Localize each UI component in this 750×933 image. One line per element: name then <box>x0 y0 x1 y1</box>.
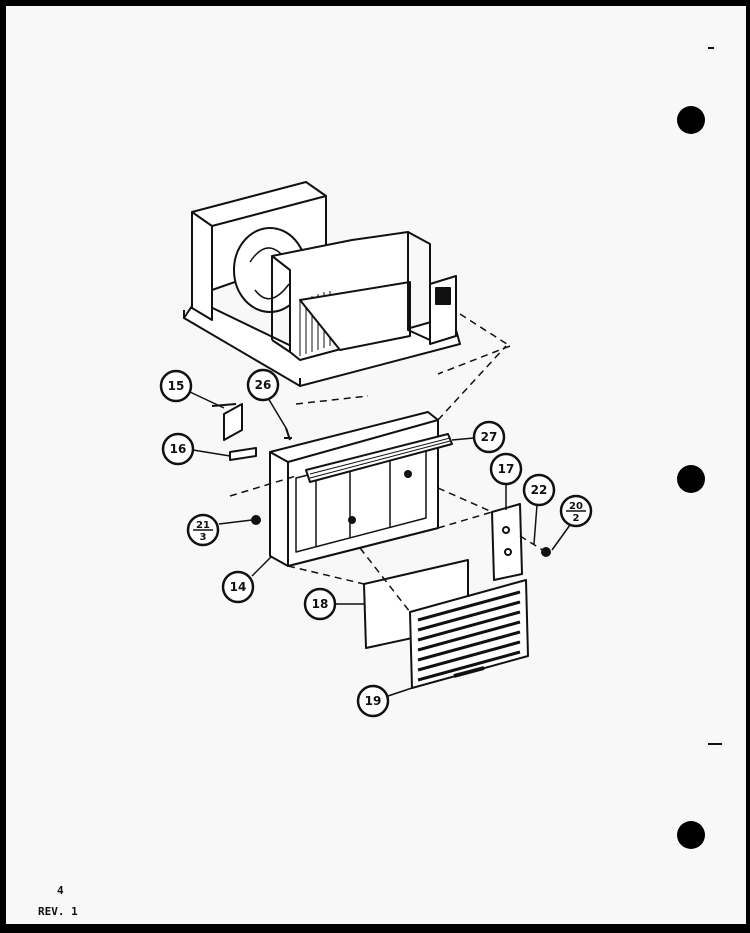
svg-text:18: 18 <box>312 597 329 611</box>
svg-text:22: 22 <box>531 483 548 497</box>
scan-mark <box>708 47 722 745</box>
chassis-assembly <box>183 181 461 387</box>
punch-hole <box>677 465 705 493</box>
front-panel <box>269 411 453 567</box>
svg-text:2: 2 <box>573 513 580 524</box>
front-grille <box>409 579 529 689</box>
callout-15: 15 <box>159 369 193 403</box>
svg-text:3: 3 <box>200 532 207 543</box>
svg-text:14: 14 <box>230 580 247 594</box>
callout-19: 19 <box>356 684 390 718</box>
punch-hole <box>677 821 705 849</box>
bracket-parts <box>211 403 257 461</box>
svg-text:19: 19 <box>365 694 382 708</box>
knob-part <box>251 515 261 525</box>
svg-text:17: 17 <box>498 462 515 476</box>
callout-16: 16 <box>161 432 195 466</box>
leader-lines <box>189 391 571 697</box>
callout-14: 14 <box>221 570 255 604</box>
svg-text:26: 26 <box>255 378 272 392</box>
callout-18: 18 <box>303 587 337 621</box>
assembly-lines <box>229 313 547 613</box>
revision-label: REV. 1 <box>38 905 78 918</box>
callout-17: 17 <box>489 452 523 486</box>
control-plate <box>491 503 523 581</box>
callout-27: 27 <box>472 420 506 454</box>
svg-text:20: 20 <box>569 501 583 512</box>
punch-hole <box>677 106 705 134</box>
svg-text:16: 16 <box>170 442 187 456</box>
screw-part <box>284 427 292 441</box>
callout-26: 26 <box>246 368 280 402</box>
svg-text:15: 15 <box>168 379 185 393</box>
callout-20-2: 20 2 <box>559 494 593 528</box>
page-number: 4 <box>57 884 64 897</box>
svg-text:21: 21 <box>196 520 210 531</box>
callout-21-3: 21 3 <box>186 513 220 547</box>
callout-22: 22 <box>522 473 556 507</box>
svg-text:27: 27 <box>481 430 498 444</box>
